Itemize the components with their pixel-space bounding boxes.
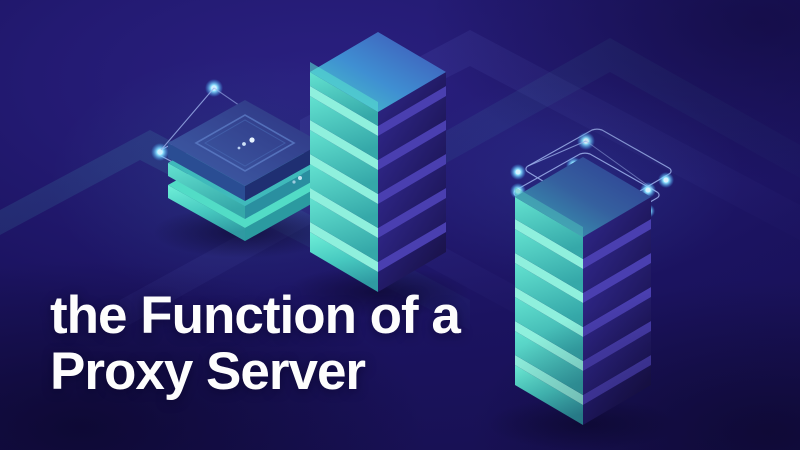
title-line-1: the Function of a <box>50 286 461 345</box>
title-line-2: Proxy Server <box>50 342 366 401</box>
page-title: the Function of a Proxy Server <box>50 286 461 401</box>
